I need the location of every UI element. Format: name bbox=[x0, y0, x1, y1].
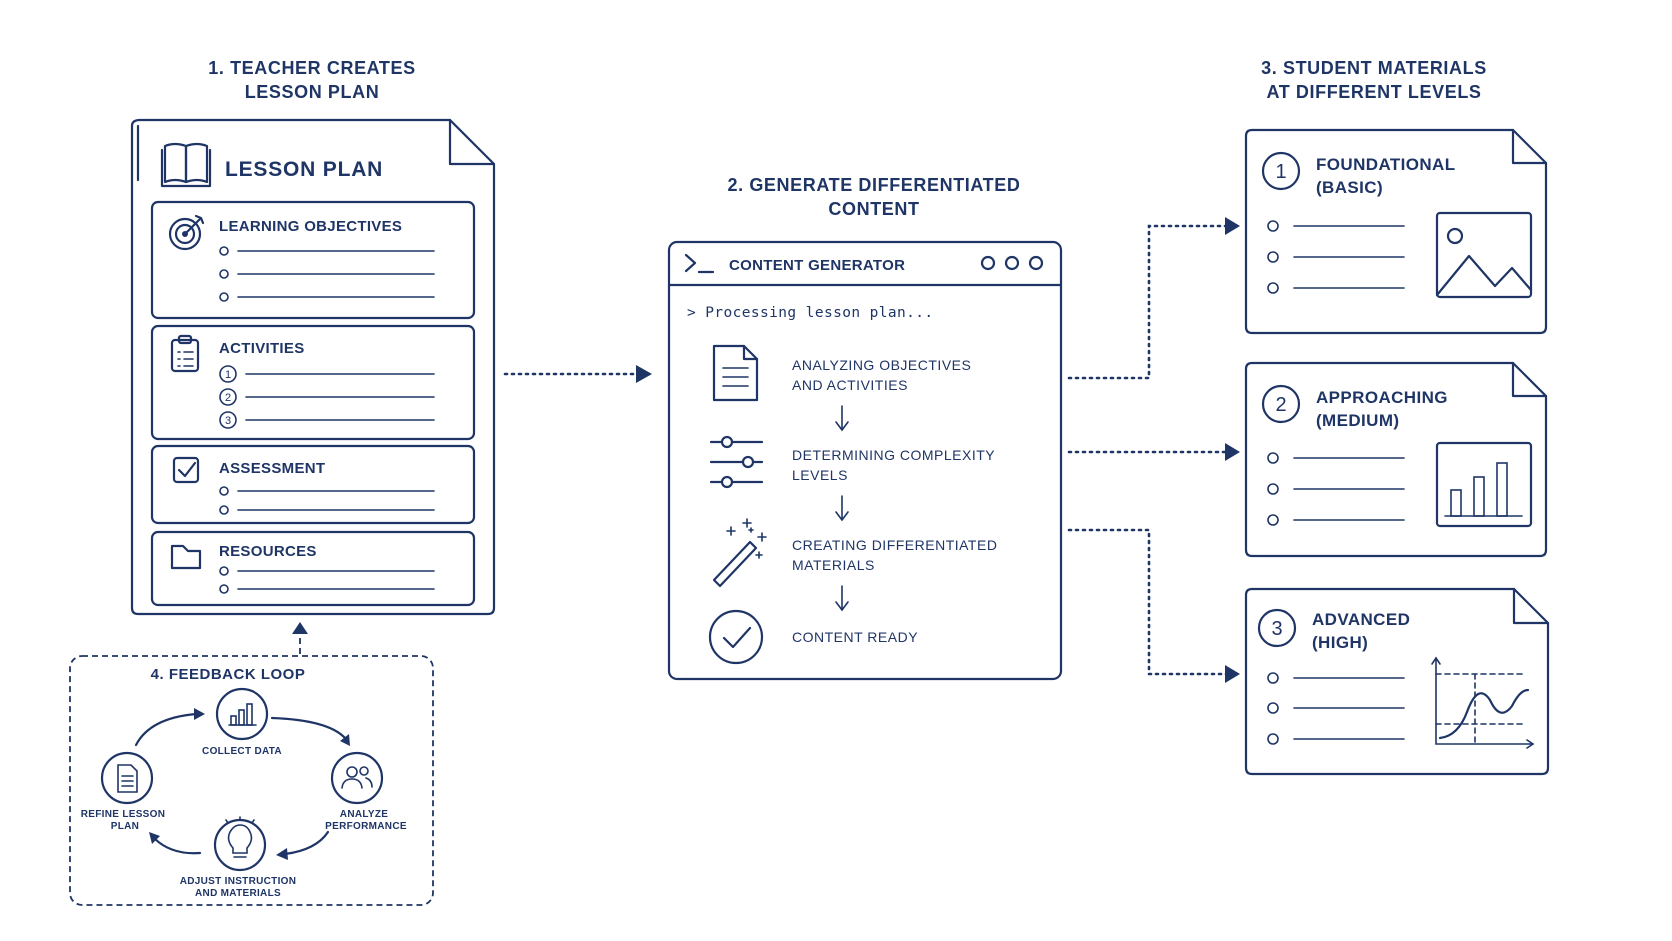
section2-title-line1: 2. GENERATE DIFFERENTIATED bbox=[728, 175, 1021, 195]
image-icon bbox=[1435, 211, 1533, 299]
generator-title: CONTENT GENERATOR bbox=[729, 257, 905, 274]
lightbulb-icon bbox=[225, 816, 255, 858]
activity-number-3: 3 bbox=[225, 415, 231, 427]
level-number-2: 2 bbox=[1275, 394, 1286, 416]
level-sub-medium: (MEDIUM) bbox=[1316, 411, 1399, 430]
window-control-dot[interactable] bbox=[1004, 255, 1020, 271]
feedback-node-adjust: ADJUST INSTRUCTION AND MATERIALS bbox=[180, 816, 297, 899]
section1-title-line2: LESSON PLAN bbox=[245, 82, 380, 102]
window-control-dot[interactable] bbox=[1028, 255, 1044, 271]
content-generator-window bbox=[667, 240, 1063, 681]
feedback-node-collect-data: COLLECT DATA bbox=[202, 687, 282, 757]
step-analyzing-line2: AND ACTIVITIES bbox=[792, 377, 908, 393]
level-number-1: 1 bbox=[1275, 161, 1286, 183]
book-icon bbox=[160, 142, 212, 188]
checkbox-icon bbox=[172, 456, 200, 484]
feedback-loop-panel bbox=[69, 655, 434, 906]
lesson-plan-title: LESSON PLAN bbox=[225, 158, 383, 181]
level-card-approaching: 2 APPROACHING (MEDIUM) bbox=[1244, 361, 1548, 558]
folder-icon bbox=[170, 544, 202, 570]
feedback-node-analyze: ANALYZE PERFORMANCE bbox=[325, 751, 407, 832]
generator-prompt: > Processing lesson plan... bbox=[687, 305, 934, 321]
section-label-activities: ACTIVITIES bbox=[219, 340, 305, 357]
step-content-ready: CONTENT READY bbox=[792, 629, 918, 645]
lesson-section-learning-objectives: LEARNING OBJECTIVES bbox=[150, 200, 476, 320]
node-label-refine-1: REFINE LESSON bbox=[81, 809, 165, 820]
step-analyzing-line1: ANALYZING OBJECTIVES bbox=[792, 357, 971, 373]
node-label-collect-data: COLLECT DATA bbox=[202, 746, 282, 757]
section2-title-line2: CONTENT bbox=[828, 199, 919, 219]
node-label-adjust-2: AND MATERIALS bbox=[195, 888, 281, 899]
feedback-to-lesson-arrow bbox=[292, 622, 308, 654]
clipboard-icon bbox=[170, 334, 200, 373]
bar-chart-icon bbox=[228, 703, 257, 726]
level-name-foundational: FOUNDATIONAL bbox=[1316, 155, 1456, 174]
section3-title-line1: 3. STUDENT MATERIALS bbox=[1261, 58, 1487, 78]
activity-number-1: 1 bbox=[225, 369, 231, 381]
node-label-refine-2: PLAN bbox=[111, 821, 139, 832]
section3-title-line2: AT DIFFERENT LEVELS bbox=[1266, 82, 1481, 102]
level-number-3: 3 bbox=[1271, 618, 1282, 640]
level-card-foundational: 1 FOUNDATIONAL (BASIC) bbox=[1244, 128, 1548, 335]
level-sub-basic: (BASIC) bbox=[1316, 178, 1383, 197]
step-down-arrow bbox=[835, 405, 849, 432]
section-label-assessment: ASSESSMENT bbox=[219, 460, 325, 477]
document-icon bbox=[712, 344, 759, 402]
step-determining-line1: DETERMINING COMPLEXITY bbox=[792, 447, 995, 463]
level-name-advanced: ADVANCED bbox=[1312, 610, 1410, 629]
feedback-loop-arrows bbox=[134, 708, 350, 860]
level-sub-high: (HIGH) bbox=[1312, 633, 1368, 652]
node-label-analyze-2: PERFORMANCE bbox=[325, 821, 407, 832]
section1-title-line1: 1. TEACHER CREATES bbox=[208, 58, 416, 78]
node-label-adjust-1: ADJUST INSTRUCTION bbox=[180, 876, 297, 887]
activity-number-2: 2 bbox=[225, 392, 231, 404]
lesson-section-assessment: ASSESSMENT bbox=[150, 444, 476, 525]
bar-chart-icon bbox=[1435, 441, 1533, 528]
step-down-arrow bbox=[835, 495, 849, 522]
lesson-section-resources: RESOURCES bbox=[150, 530, 476, 607]
level-card-advanced: 3 ADVANCED (HIGH) bbox=[1244, 587, 1550, 776]
document-icon bbox=[117, 764, 138, 793]
step-down-arrow bbox=[835, 585, 849, 612]
check-circle-icon bbox=[708, 609, 764, 665]
terminal-icon bbox=[684, 253, 715, 274]
step-creating-line1: CREATING DIFFERENTIATED bbox=[792, 537, 997, 553]
generator-to-levels-arrows bbox=[1067, 217, 1240, 683]
magic-wand-icon bbox=[712, 518, 767, 588]
section-label-resources: RESOURCES bbox=[219, 543, 317, 560]
target-icon bbox=[168, 214, 205, 251]
lesson-to-generator-arrow bbox=[503, 365, 652, 383]
users-icon bbox=[341, 766, 373, 789]
level-name-approaching: APPROACHING bbox=[1316, 388, 1448, 407]
step-determining-line2: LEVELS bbox=[792, 467, 848, 483]
node-label-analyze-1: ANALYZE bbox=[340, 809, 388, 820]
window-control-dot[interactable] bbox=[980, 255, 996, 271]
feedback-loop-title: 4. FEEDBACK LOOP bbox=[151, 666, 306, 683]
lesson-section-activities: ACTIVITIES 1 2 3 bbox=[150, 324, 476, 441]
line-graph-icon bbox=[1431, 656, 1535, 749]
step-creating-line2: MATERIALS bbox=[792, 557, 875, 573]
section-label-objectives: LEARNING OBJECTIVES bbox=[219, 218, 402, 235]
sliders-icon bbox=[709, 435, 764, 489]
feedback-node-refine: REFINE LESSON PLAN bbox=[81, 751, 165, 832]
